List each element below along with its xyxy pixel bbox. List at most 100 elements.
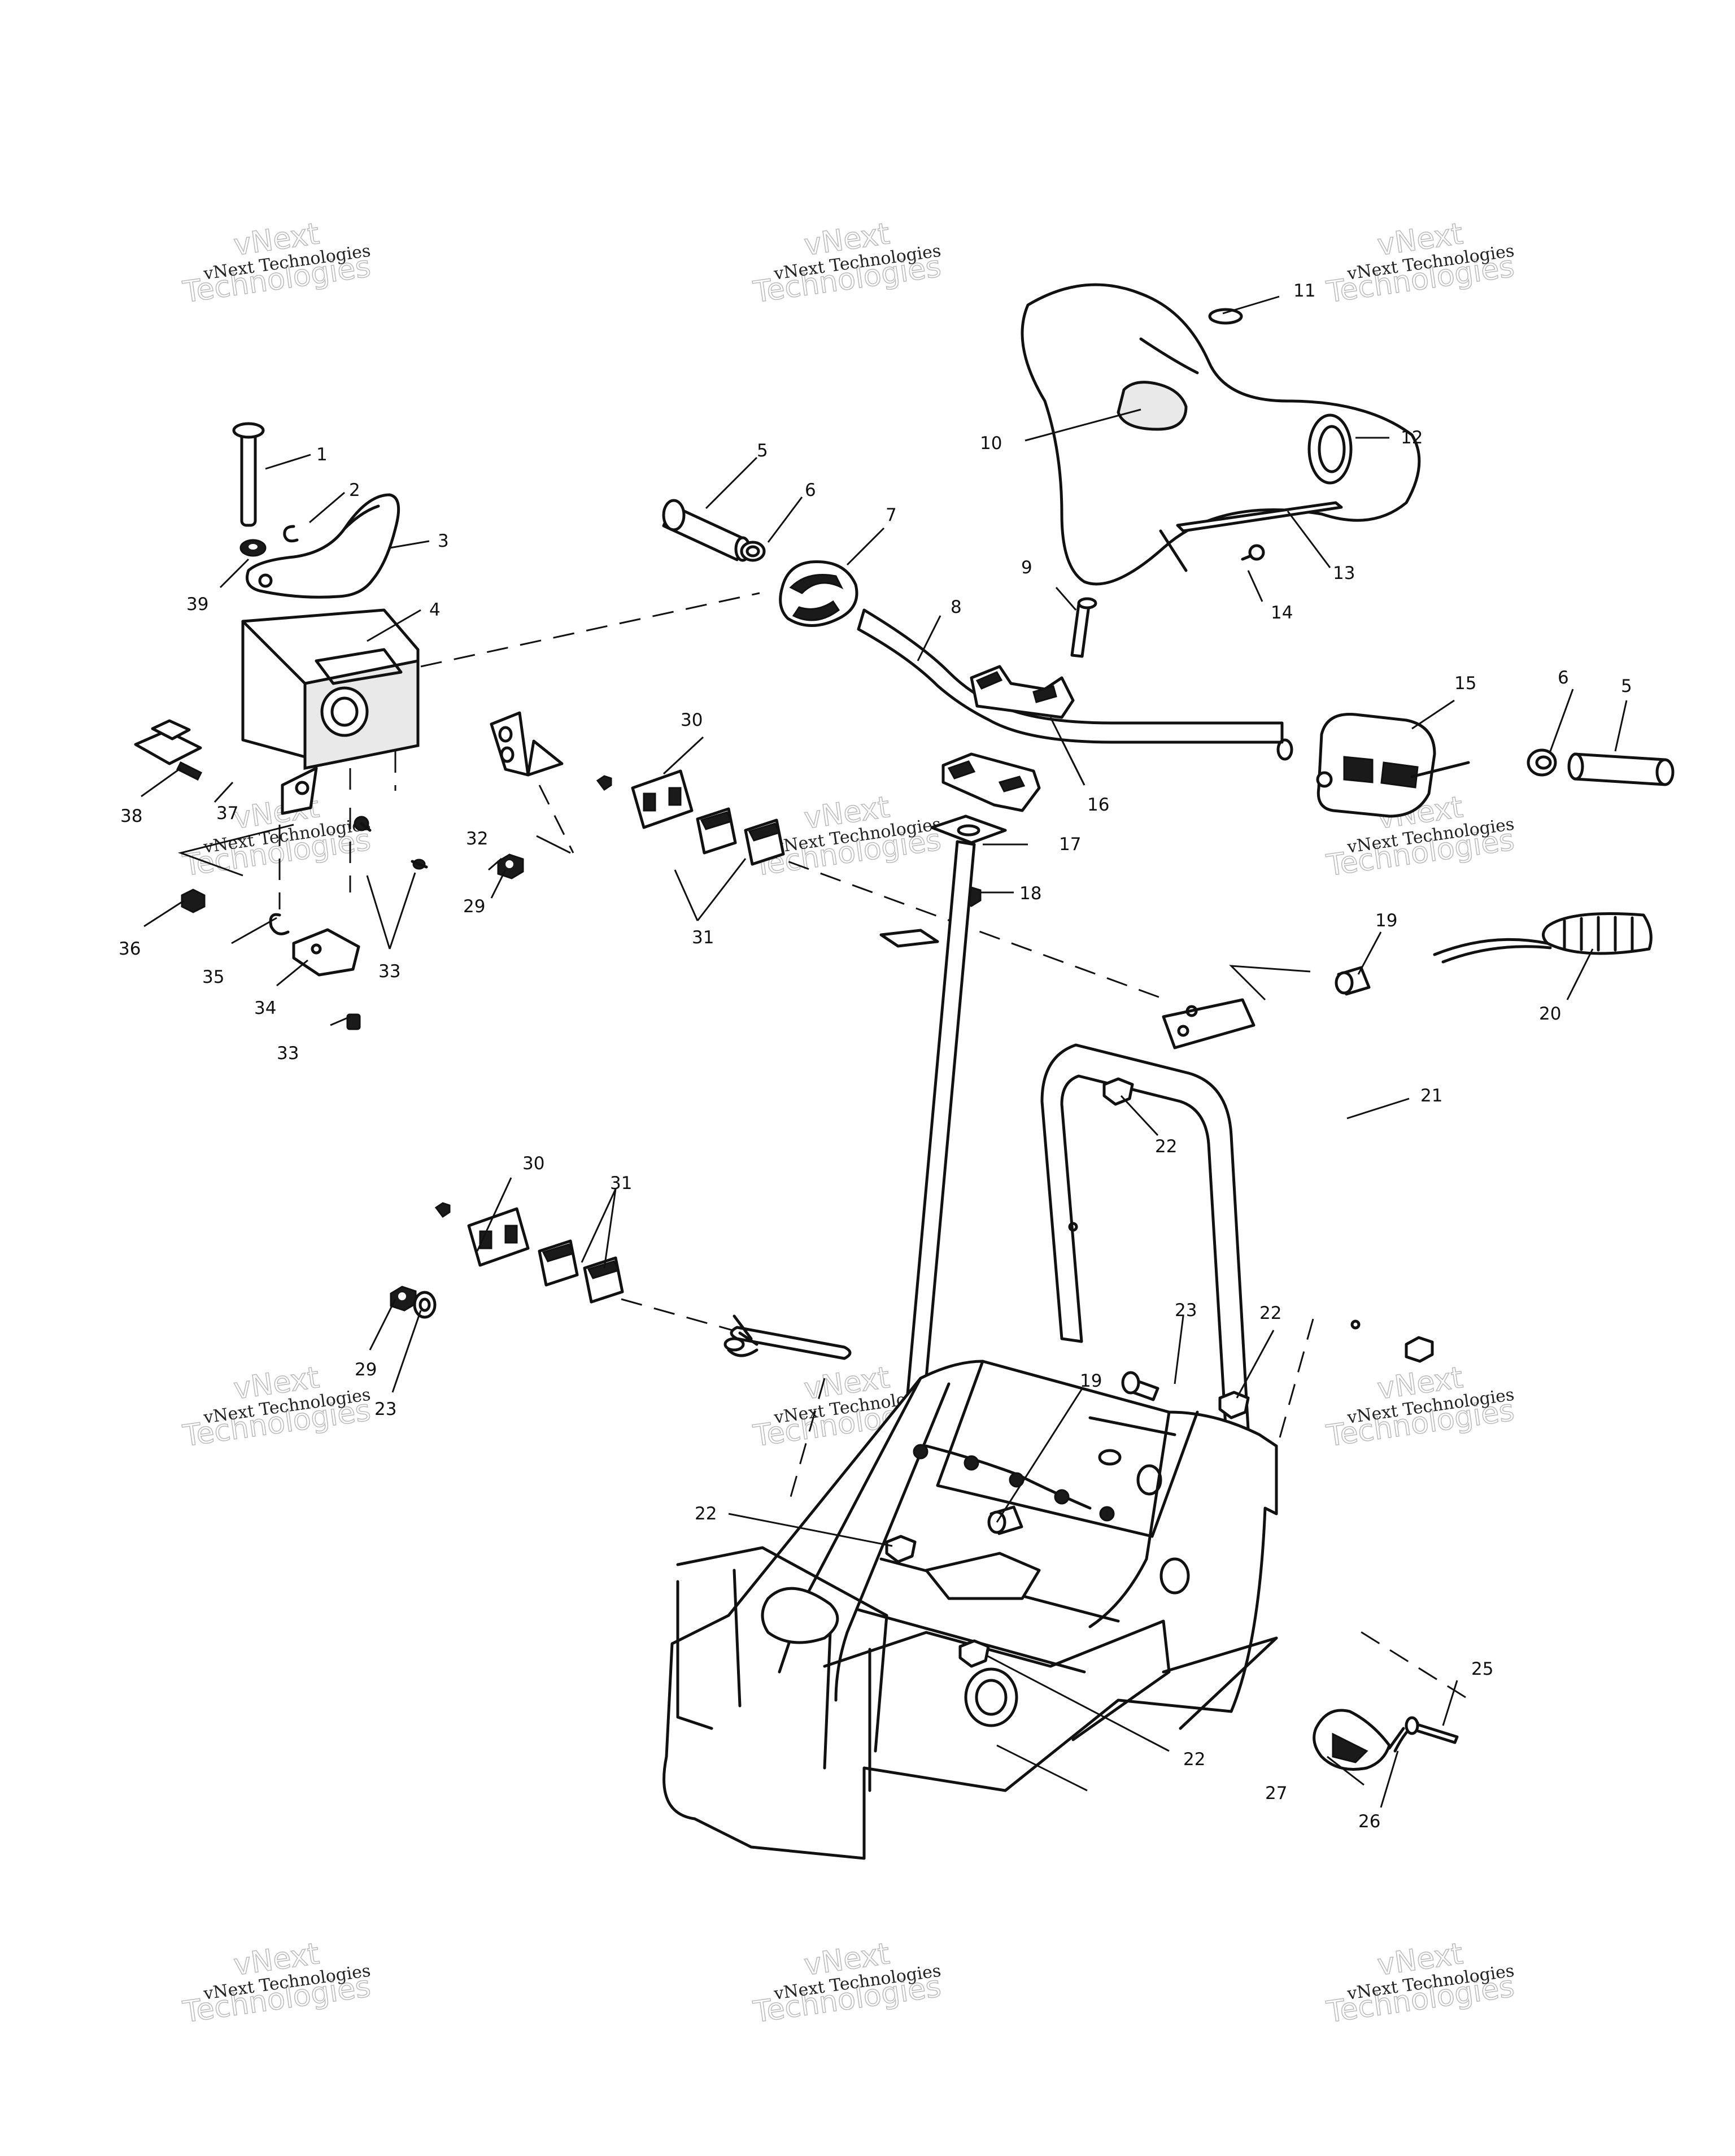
part-35-eclip bbox=[269, 913, 290, 935]
callout-11: 11 bbox=[1293, 281, 1315, 301]
part-23-bolt-right bbox=[1121, 1371, 1159, 1401]
callout-8: 8 bbox=[951, 597, 962, 617]
part-32-bracket bbox=[490, 711, 564, 777]
callout-36: 36 bbox=[119, 939, 141, 959]
part-1-pin bbox=[232, 422, 265, 527]
callout-5-right: 5 bbox=[1621, 676, 1632, 696]
callout-22-center: 22 bbox=[695, 1504, 717, 1524]
alignment-line-bracket-down bbox=[538, 785, 574, 853]
leader-lines bbox=[141, 295, 1628, 1808]
part-38-switch bbox=[134, 719, 203, 781]
watermark-lower-right: vNext Technologies vNext Technologies bbox=[1324, 1360, 1517, 1454]
watermark-top-right: vNext Technologies vNext Technologies bbox=[1324, 216, 1517, 310]
part-3-throttle-lever bbox=[246, 493, 400, 599]
part-27-housing bbox=[1313, 1709, 1391, 1771]
part-33-screw-upper bbox=[354, 816, 428, 870]
watermark-bottom-right: vNext Technologies vNext Technologies bbox=[1324, 1936, 1517, 2030]
callout-9: 9 bbox=[1021, 557, 1032, 578]
callout-15: 15 bbox=[1454, 673, 1476, 694]
callout-4: 4 bbox=[429, 600, 441, 620]
callout-22-lower: 22 bbox=[1183, 1749, 1205, 1770]
callout-30-lower: 30 bbox=[522, 1153, 544, 1174]
part-16-clamp-lower bbox=[941, 752, 1041, 812]
part-13-strip bbox=[1159, 501, 1343, 572]
part-22-clip-lower bbox=[958, 1639, 990, 1668]
callout-18: 18 bbox=[1019, 883, 1041, 904]
callout-12: 12 bbox=[1401, 428, 1423, 448]
callout-35: 35 bbox=[202, 967, 224, 987]
part-4-throttle-housing bbox=[241, 608, 420, 770]
part-2-clip bbox=[283, 525, 299, 543]
part-36-nut bbox=[181, 888, 206, 913]
callout-20: 20 bbox=[1539, 1004, 1561, 1024]
callout-31-lower: 31 bbox=[610, 1173, 632, 1194]
callout-31-upper: 31 bbox=[692, 927, 714, 948]
callout-19-upper: 19 bbox=[1375, 911, 1397, 931]
part-6-end-right bbox=[1527, 748, 1557, 777]
alignment-line-throttle bbox=[420, 592, 760, 668]
callout-39: 39 bbox=[186, 594, 208, 615]
part-7-throttle-block bbox=[779, 560, 858, 627]
callout-34: 34 bbox=[254, 998, 276, 1018]
part-23-washer-lower bbox=[413, 1291, 437, 1319]
alignment-line-steering-base bbox=[790, 1378, 826, 1497]
callout-29-upper: 29 bbox=[463, 896, 485, 917]
callout-30-upper: 30 bbox=[681, 710, 703, 730]
part-5-grip-right bbox=[1567, 752, 1675, 786]
part-17-steering-plate bbox=[930, 815, 1007, 844]
callout-37: 37 bbox=[216, 803, 238, 824]
callout-14: 14 bbox=[1271, 603, 1293, 623]
callout-26: 26 bbox=[1358, 1811, 1380, 1832]
part-31-bushings-upper bbox=[696, 807, 785, 866]
part-chassis-frame bbox=[662, 1360, 1278, 1860]
callout-1: 1 bbox=[316, 445, 328, 465]
part-steering-post bbox=[723, 840, 976, 1411]
part-33-screw-lower bbox=[346, 1013, 361, 1030]
part-30-clamp-upper bbox=[596, 769, 694, 829]
callout-2: 2 bbox=[349, 480, 360, 500]
part-31-bushings-lower bbox=[538, 1239, 624, 1304]
callout-labels: 1 2 3 4 5 6 7 8 9 10 11 12 13 14 15 6 5 … bbox=[119, 281, 1632, 1832]
part-chassis-rivets bbox=[913, 1444, 1115, 1522]
watermark-top-left: vNext Technologies vNext Technologies bbox=[180, 216, 373, 310]
watermark-bottom-left: vNext Technologies vNext Technologies bbox=[180, 1936, 373, 2030]
part-20-wire-coil bbox=[1433, 912, 1653, 964]
part-19-bolt-upper bbox=[1335, 966, 1371, 996]
part-22-clip-upper bbox=[1102, 1077, 1134, 1106]
callout-6-left: 6 bbox=[805, 480, 816, 500]
part-34-plate bbox=[292, 928, 360, 977]
callout-27: 27 bbox=[1265, 1783, 1287, 1804]
callout-5-left: 5 bbox=[757, 441, 768, 461]
watermark-lower-left: vNext Technologies vNext Technologies bbox=[180, 1360, 373, 1454]
callout-25: 25 bbox=[1471, 1659, 1493, 1679]
part-19-bolt-lower bbox=[987, 1505, 1023, 1535]
callout-33-upper: 33 bbox=[378, 961, 400, 982]
part-22-nut-right bbox=[1405, 1336, 1434, 1363]
part-9-bolt bbox=[1070, 597, 1097, 658]
callout-22-right: 22 bbox=[1259, 1303, 1281, 1323]
part-5-grip-left bbox=[662, 499, 751, 562]
part-11-decal bbox=[1208, 308, 1243, 325]
alignment-line-lower-right bbox=[1352, 1626, 1466, 1698]
callout-23-lower: 23 bbox=[374, 1399, 396, 1419]
callout-10: 10 bbox=[980, 433, 1002, 454]
part-16-clamp-upper bbox=[970, 665, 1075, 719]
part-21-loop-bar bbox=[1040, 998, 1361, 1431]
part-29-nut-upper bbox=[497, 853, 524, 879]
part-15-control-housing bbox=[1316, 712, 1470, 818]
watermark-bottom-center: vNext Technologies vNext Technologies bbox=[751, 1936, 944, 2030]
callout-22-upper: 22 bbox=[1155, 1136, 1177, 1157]
callout-21: 21 bbox=[1420, 1086, 1442, 1106]
callout-7: 7 bbox=[886, 505, 897, 525]
part-12-handlebar-pad bbox=[1021, 283, 1421, 586]
callout-32: 32 bbox=[466, 829, 488, 849]
part-37-gasket bbox=[281, 766, 318, 815]
callout-6-right: 6 bbox=[1558, 668, 1569, 688]
callout-23-right: 23 bbox=[1175, 1300, 1197, 1321]
callout-3: 3 bbox=[438, 531, 449, 551]
part-8-handlebar bbox=[857, 608, 1293, 761]
part-14-screw bbox=[1241, 544, 1265, 561]
part-22-clip-center bbox=[885, 1535, 917, 1563]
part-29-nut-lower bbox=[390, 1286, 417, 1312]
callout-38: 38 bbox=[120, 806, 142, 826]
